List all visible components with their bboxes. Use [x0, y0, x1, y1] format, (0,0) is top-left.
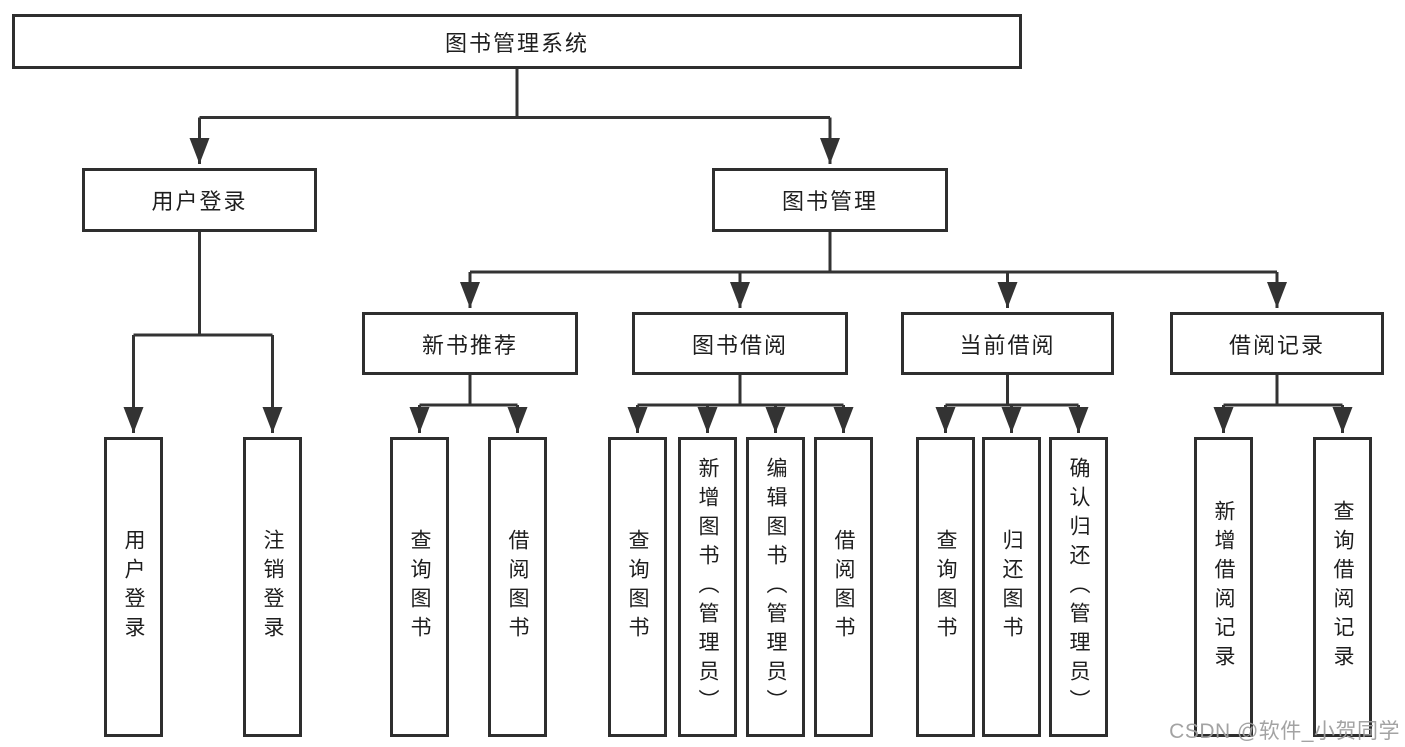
leaf-query-books-current: 查询图书 [916, 437, 975, 737]
node-label: 借阅记录 [1228, 332, 1325, 358]
leaf-label: 新增借阅记录 [1212, 500, 1235, 674]
leaf-query-books-recommend: 查询图书 [390, 437, 449, 737]
csdn-watermark: CSDN @软件_小贺同学 [1169, 720, 1400, 743]
leaf-label: 查询图书 [626, 529, 649, 645]
leaf-label: 查询借阅记录 [1331, 500, 1354, 674]
leaf-label: 借阅图书 [506, 529, 529, 645]
node-label: 用户登录 [151, 189, 248, 214]
node-book-borrowing: 图书借阅 [632, 312, 848, 375]
leaf-label: 确认归还（管理员） [1067, 456, 1090, 718]
leaf-label: 编辑图书（管理员） [764, 456, 787, 718]
leaf-edit-books-admin: 编辑图书（管理员） [746, 437, 805, 737]
leaf-label: 查询图书 [934, 529, 957, 645]
leaf-logout: 注销登录 [243, 437, 302, 737]
leaf-label: 新增图书（管理员） [696, 456, 719, 718]
node-book-management: 图书管理 [712, 168, 948, 232]
leaf-label: 借阅图书 [832, 529, 855, 645]
node-borrowing-records: 借阅记录 [1170, 312, 1384, 375]
leaf-query-books-borrowing: 查询图书 [608, 437, 667, 737]
leaf-borrow-books: 借阅图书 [814, 437, 873, 737]
leaf-label: 归还图书 [1000, 529, 1023, 645]
node-label: 当前借阅 [959, 332, 1056, 358]
leaf-return-books: 归还图书 [982, 437, 1041, 737]
leaf-add-borrow-record: 新增借阅记录 [1194, 437, 1253, 737]
node-label: 图书管理 [781, 189, 878, 214]
node-label: 新书推荐 [421, 332, 518, 358]
node-current-borrowing: 当前借阅 [901, 312, 1114, 375]
leaf-add-books-admin: 新增图书（管理员） [678, 437, 737, 737]
node-label: 图书借阅 [691, 332, 788, 358]
node-library-management-system: 图书管理系统 [12, 14, 1022, 69]
leaf-confirm-return-admin: 确认归还（管理员） [1049, 437, 1108, 737]
node-user-login: 用户登录 [82, 168, 317, 232]
leaf-borrow-books-recommend: 借阅图书 [488, 437, 547, 737]
leaf-label: 用户登录 [122, 529, 145, 645]
node-new-book-recommend: 新书推荐 [362, 312, 578, 375]
leaf-user-login: 用户登录 [104, 437, 163, 737]
leaf-query-borrow-record: 查询借阅记录 [1313, 437, 1372, 737]
leaf-label: 注销登录 [261, 529, 284, 645]
leaf-label: 查询图书 [408, 529, 431, 645]
node-label: 图书管理系统 [444, 30, 589, 56]
